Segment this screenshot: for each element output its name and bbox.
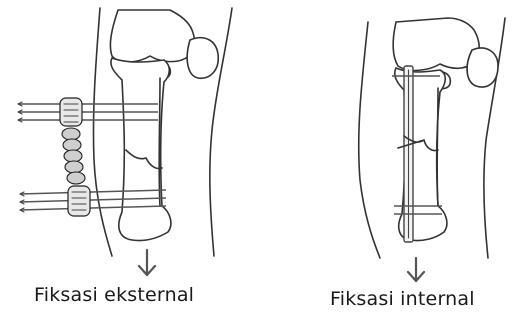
frame-segment <box>62 128 80 140</box>
left-tibia <box>111 58 171 241</box>
right-patella <box>467 48 498 87</box>
frame-segment <box>65 161 83 173</box>
right-leg-outline-back <box>359 22 380 258</box>
external-fixator-frame <box>60 98 90 216</box>
right-fibula-shaft <box>437 88 438 206</box>
left-fibula-shaft <box>159 78 160 206</box>
left-patella <box>187 38 218 79</box>
right-down-arrow <box>408 258 424 281</box>
frame-segment <box>63 139 81 151</box>
right-femur-end <box>393 18 479 70</box>
caption-external-fixation: Fiksasi eksternal <box>34 284 194 306</box>
frame-segment <box>64 150 82 162</box>
left-down-arrow <box>139 250 155 275</box>
external-fixation-figure <box>18 8 232 275</box>
left-leg-outline-back <box>93 8 112 256</box>
frame-segment <box>67 172 85 184</box>
internal-fixation-figure <box>359 18 505 281</box>
left-pin-tips <box>18 102 24 212</box>
caption-internal-fixation: Fiksasi internal <box>330 288 475 310</box>
left-femur-end <box>110 10 194 62</box>
lower-clamp <box>68 186 90 216</box>
